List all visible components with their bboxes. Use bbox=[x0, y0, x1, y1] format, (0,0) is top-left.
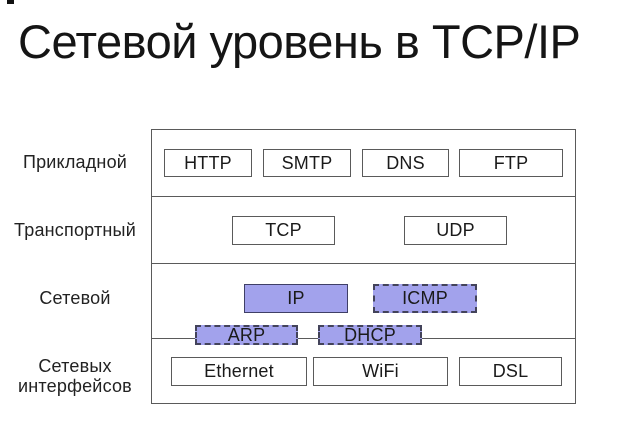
protocol-box-tcp: TCP bbox=[232, 216, 335, 245]
layer-label-transport: Транспортный bbox=[14, 220, 136, 240]
layer-label-application: Прикладной bbox=[22, 152, 128, 172]
slide-title: Сетевой уровень в TCP/IP bbox=[18, 15, 581, 68]
tcp-ip-stack-diagram: HTTP SMTP DNS FTP TCP UDP IP ICMP ARP DH… bbox=[151, 129, 576, 404]
protocol-box-ethernet: Ethernet bbox=[171, 357, 307, 386]
layer-label-network: Сетевой bbox=[39, 288, 111, 308]
layer-divider-transport-network bbox=[152, 263, 575, 264]
protocol-box-icmp: ICMP bbox=[373, 284, 477, 313]
layer-divider-application-transport bbox=[152, 196, 575, 197]
protocol-box-ftp: FTP bbox=[459, 149, 563, 177]
protocol-box-udp: UDP bbox=[404, 216, 507, 245]
corner-artifact bbox=[7, 0, 14, 4]
protocol-box-http: HTTP bbox=[164, 149, 252, 177]
protocol-box-dhcp: DHCP bbox=[318, 325, 422, 345]
protocol-box-wifi: WiFi bbox=[313, 357, 448, 386]
protocol-box-ip: IP bbox=[244, 284, 348, 313]
protocol-box-smtp: SMTP bbox=[263, 149, 351, 177]
protocol-box-dsl: DSL bbox=[459, 357, 562, 386]
protocol-box-arp: ARP bbox=[195, 325, 298, 345]
layer-label-network-interfaces: Сетевых интерфейсов bbox=[18, 356, 132, 396]
protocol-box-dns: DNS bbox=[362, 149, 449, 177]
